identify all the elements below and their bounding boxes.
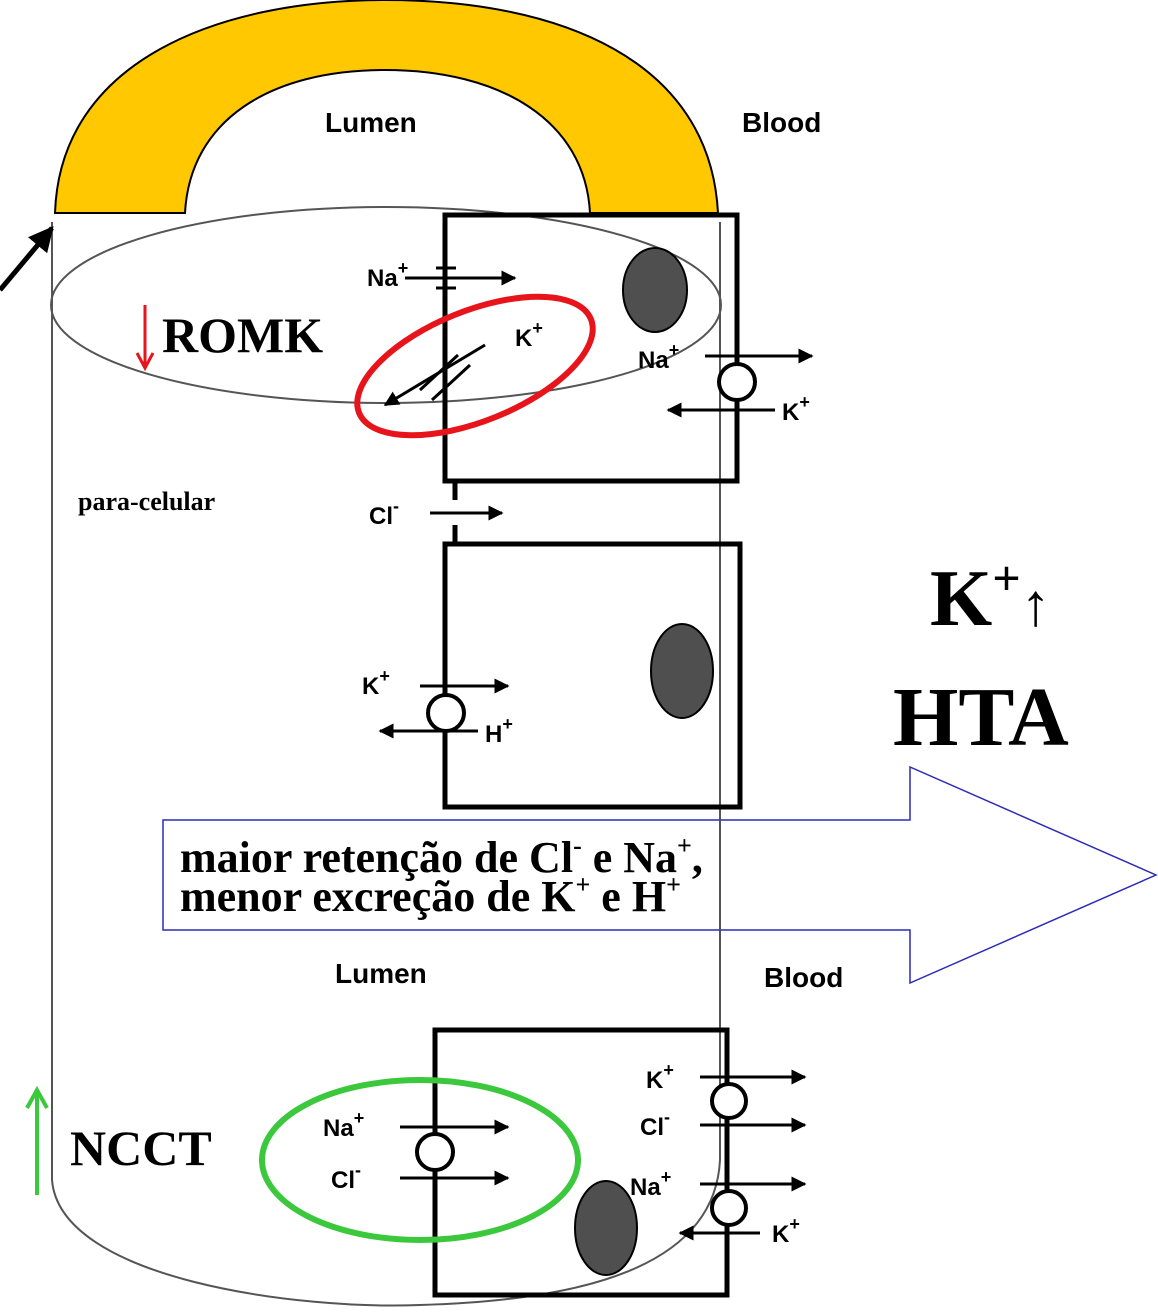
k-label-pump-bottom: K+ (772, 1214, 800, 1248)
cl-label-kcl: Cl- (640, 1107, 670, 1141)
principal-cell (442, 212, 740, 484)
effect-line-1: maior retenção de Cl- e Na+, (180, 831, 703, 882)
nucleus-dct (574, 1180, 638, 1276)
na-k-pump-bottom (710, 1189, 748, 1227)
cl-label-ncc: Cl- (331, 1160, 361, 1194)
pointer-arrow (0, 226, 54, 292)
k-label-romk: K+ (515, 318, 543, 352)
k-label-kcl: K+ (646, 1060, 674, 1094)
label-lumen-top: Lumen (325, 107, 417, 138)
k-label-ic: K+ (362, 666, 390, 700)
h-label-ic: H+ (485, 714, 513, 748)
ncct-highlight-ring (259, 1077, 581, 1243)
effect-arrow-shape (162, 765, 1158, 985)
h-k-pump (426, 693, 466, 733)
na-label-top: Na+ (367, 258, 408, 292)
na-label-pump: Na+ (638, 340, 679, 374)
tubule-top-ring (50, 206, 722, 404)
para-celular-label: para-celular (78, 487, 215, 516)
label-lumen-bottom: Lumen (335, 958, 427, 989)
intercalated-cell (442, 541, 743, 810)
romk-highlight-ring (354, 293, 596, 439)
romk-down-arrowhead (135, 352, 155, 372)
result-k-up: K+↑ (930, 550, 1051, 643)
na-k-pump-top (717, 362, 757, 402)
ncct-label: NCCT (70, 1120, 212, 1176)
tubule-arch (53, 0, 720, 214)
cl-label-para: Cl- (369, 496, 399, 530)
ncc-cotransporter (415, 1132, 455, 1172)
k-efflux-arrow (383, 343, 486, 407)
label-blood-top: Blood (742, 107, 821, 138)
ncct-up-arrowhead (25, 1085, 49, 1109)
na-label-pump-bottom: Na+ (630, 1167, 671, 1201)
na-label-ncc: Na+ (323, 1108, 364, 1142)
nucleus-intercalated (650, 623, 714, 719)
effect-line-2: menor excreção de K+ e H+ (180, 870, 681, 921)
nucleus-principal (622, 247, 688, 333)
result-hta: HTA (893, 671, 1069, 764)
k-channel-b (430, 363, 472, 402)
romk-label: ROMK (162, 307, 323, 363)
k-label-pump: K+ (782, 392, 810, 426)
label-blood-bottom: Blood (764, 962, 843, 993)
kcl-cotransporter (710, 1082, 748, 1120)
